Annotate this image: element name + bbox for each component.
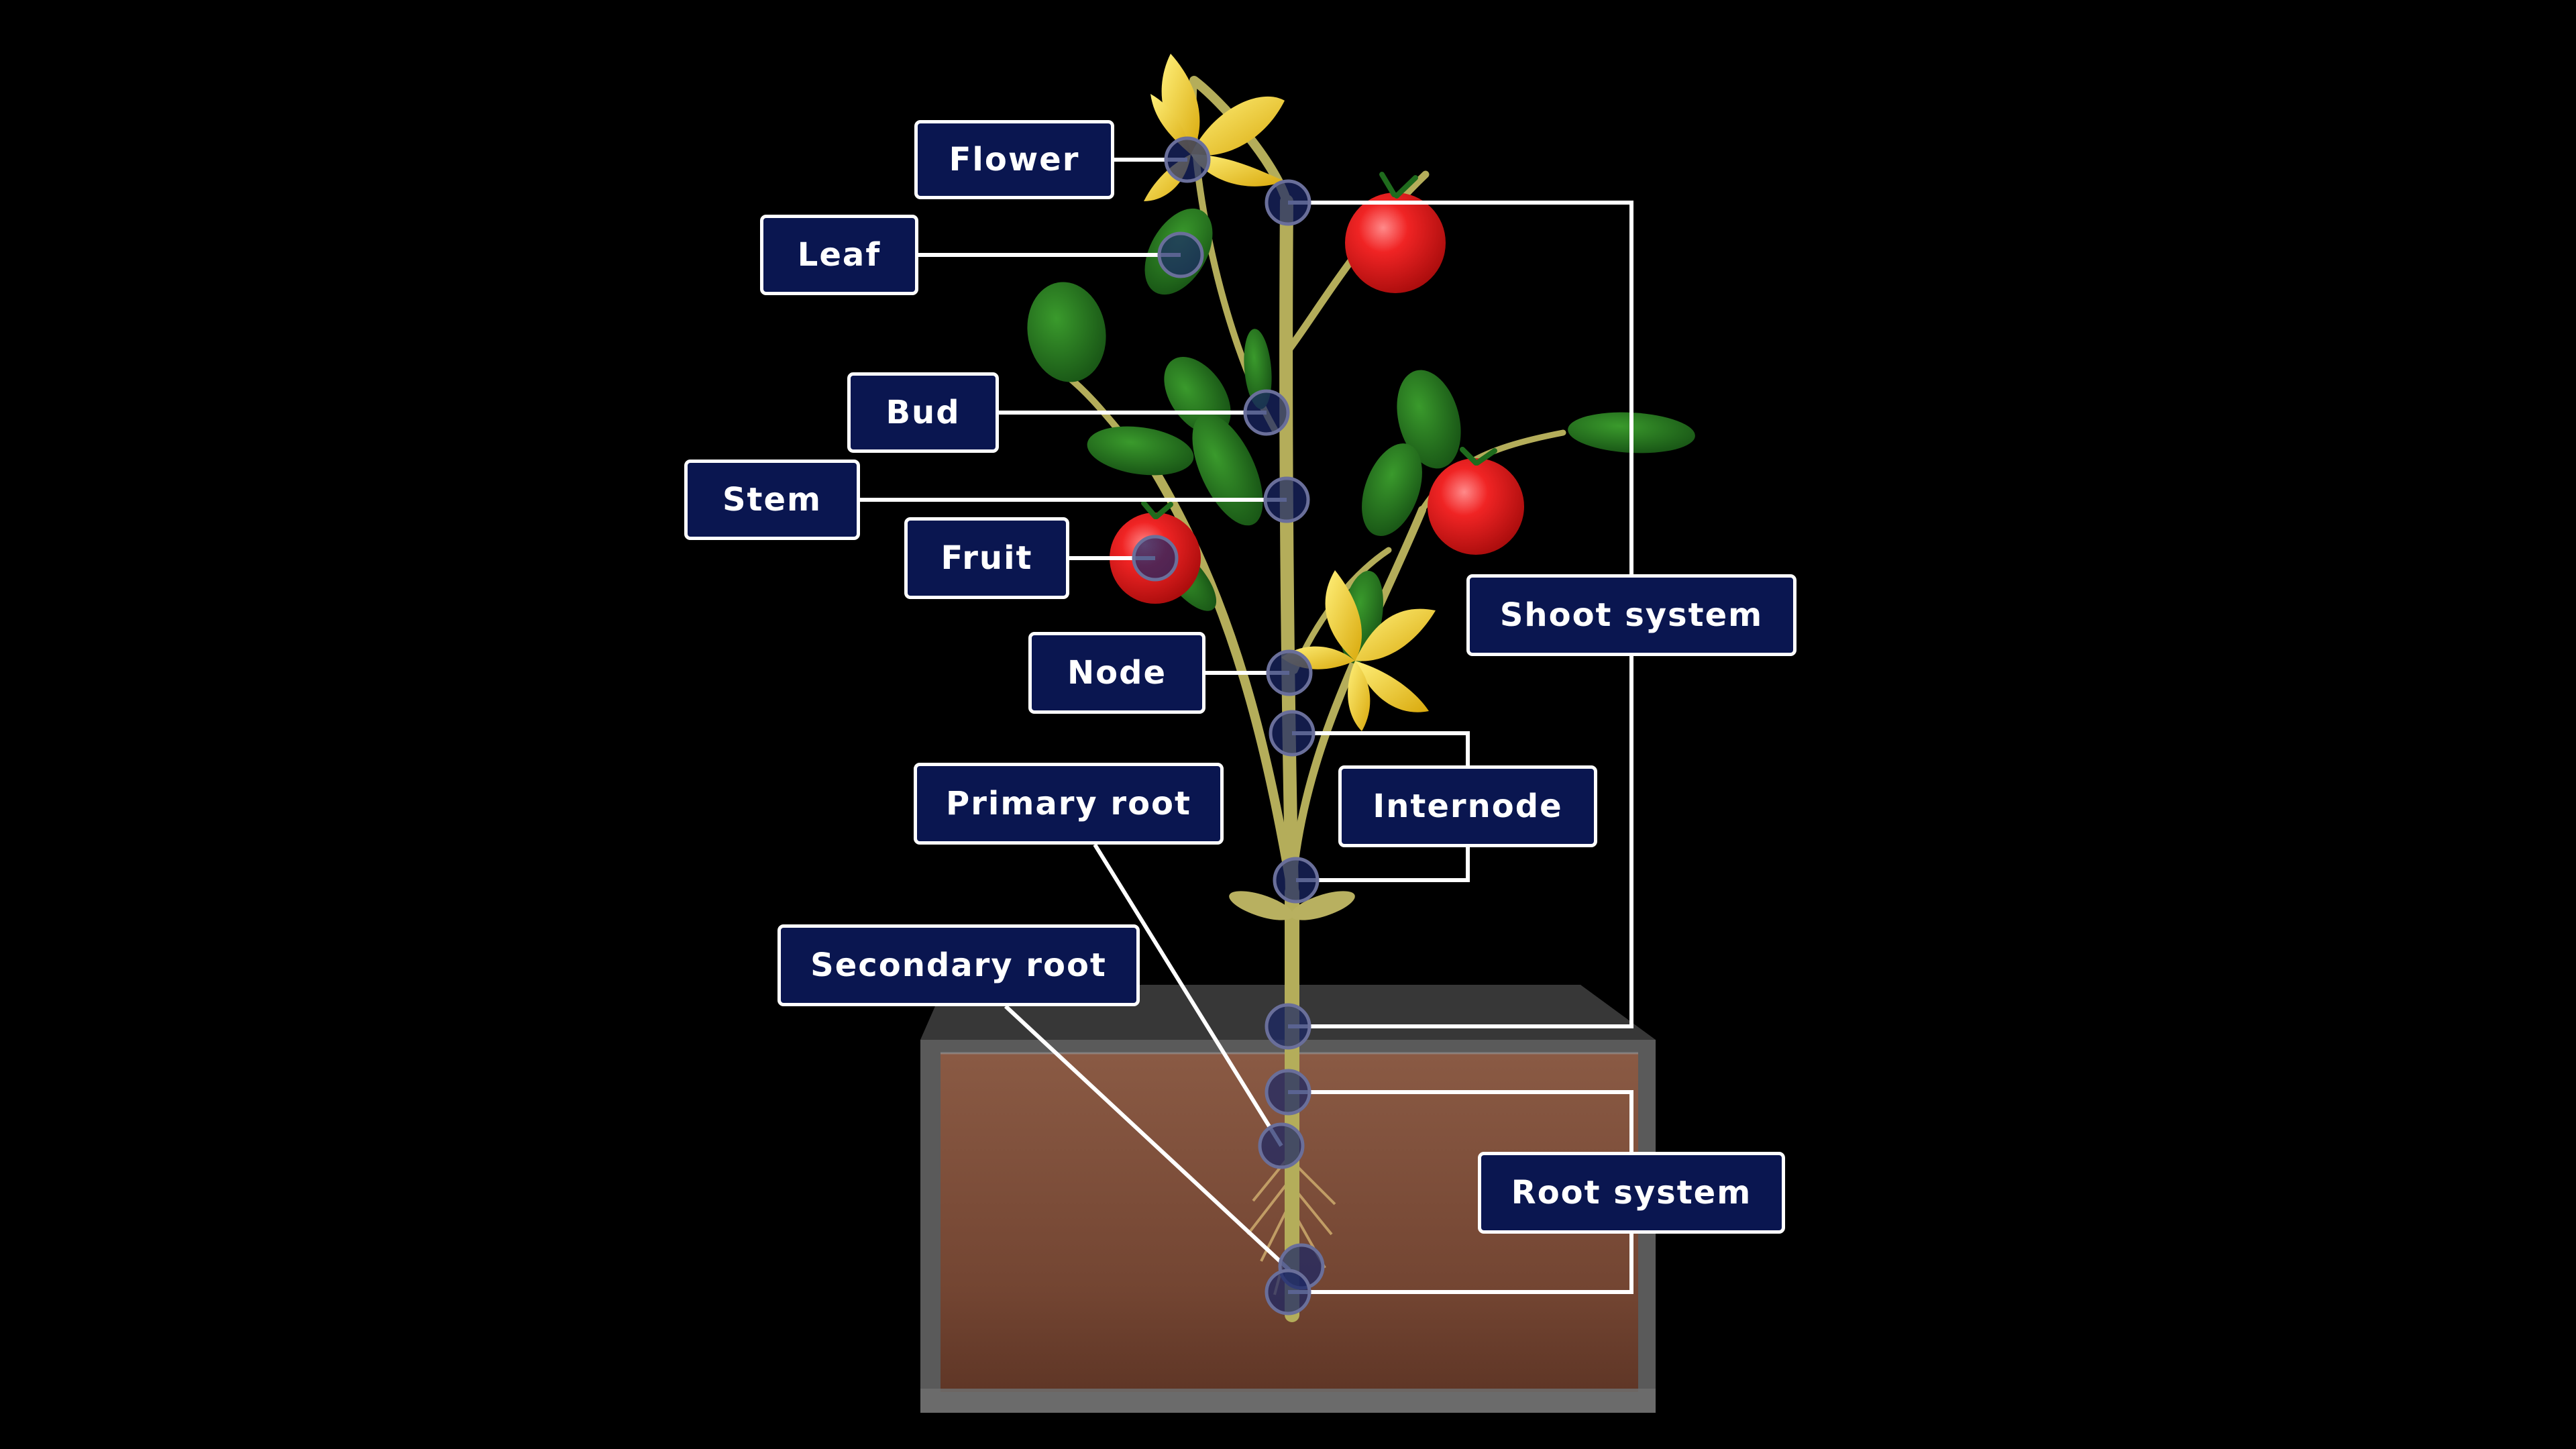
marker-stem <box>1263 476 1310 523</box>
label-primary-root-text: Primary root <box>946 785 1191 822</box>
flower-bottom <box>1281 570 1436 731</box>
label-internode: Internode <box>1338 765 1597 847</box>
marker-root-bottom <box>1265 1269 1311 1316</box>
label-root-system: Root system <box>1478 1152 1785 1234</box>
marker-shoot-top <box>1265 179 1311 226</box>
label-secondary-root-text: Secondary root <box>810 947 1107 984</box>
marker-shoot-bottom <box>1265 1003 1311 1050</box>
marker-bud <box>1243 389 1290 436</box>
label-fruit: Fruit <box>904 517 1069 599</box>
label-secondary-root: Secondary root <box>777 924 1140 1006</box>
marker-root-top <box>1265 1069 1311 1116</box>
label-flower-text: Flower <box>949 141 1080 178</box>
marker-primary-root <box>1258 1122 1305 1169</box>
label-stem: Stem <box>684 460 860 540</box>
label-leaf: Leaf <box>760 215 918 295</box>
marker-dots <box>1132 136 1325 1316</box>
marker-node <box>1266 649 1313 696</box>
label-flower: Flower <box>914 120 1114 199</box>
flower-top <box>1144 54 1285 201</box>
label-primary-root: Primary root <box>914 763 1224 845</box>
label-internode-text: Internode <box>1373 788 1563 825</box>
label-stem-text: Stem <box>722 481 822 519</box>
marker-flower <box>1164 136 1211 183</box>
label-root-system-text: Root system <box>1511 1174 1752 1212</box>
label-leaf-text: Leaf <box>797 236 881 274</box>
marker-internode-top <box>1269 710 1316 757</box>
leader-lines <box>860 158 1633 1294</box>
label-node-text: Node <box>1067 654 1167 692</box>
marker-internode-bottom <box>1273 857 1320 904</box>
label-fruit-text: Fruit <box>941 539 1033 577</box>
label-shoot-system-text: Shoot system <box>1499 596 1764 634</box>
marker-leaf <box>1157 231 1204 278</box>
cotyledons <box>1229 891 1355 920</box>
label-bud: Bud <box>847 372 999 453</box>
label-node: Node <box>1028 632 1205 714</box>
label-shoot-system: Shoot system <box>1466 574 1796 656</box>
fruits <box>1110 172 1524 604</box>
marker-fruit <box>1132 535 1179 582</box>
label-bud-text: Bud <box>885 394 961 431</box>
